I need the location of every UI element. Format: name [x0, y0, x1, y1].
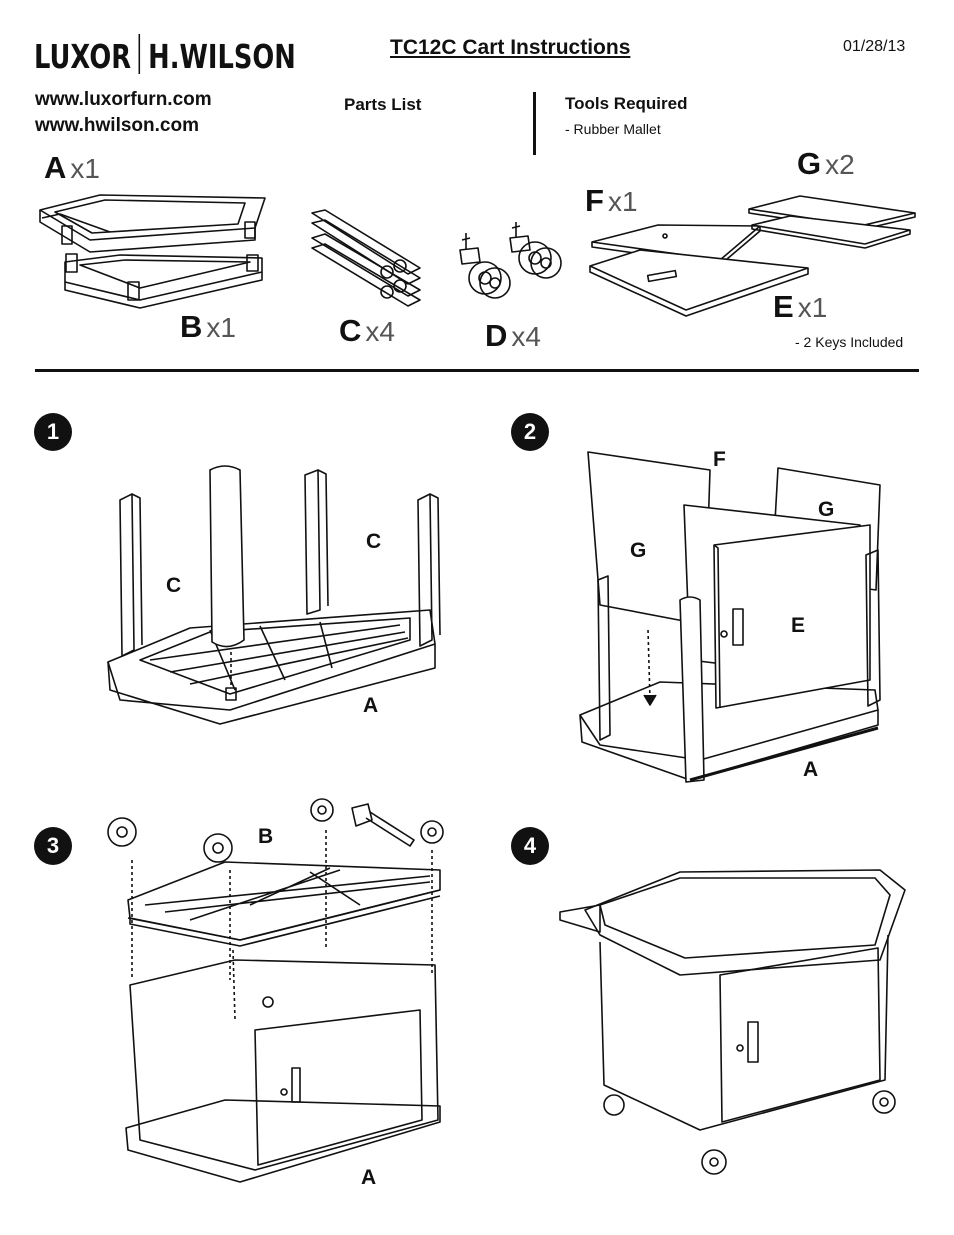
tool-item: - Rubber Mallet: [565, 121, 661, 137]
step-1-badge: 1: [34, 413, 72, 451]
page-title: TC12C Cart Instructions: [390, 36, 631, 59]
brand-left: LUXOR: [34, 37, 132, 76]
step-3-label-b: B: [258, 825, 274, 848]
step-2-label-a: A: [803, 758, 819, 781]
part-b-tray-drawing: [64, 253, 263, 309]
brand-logo: LUXOR H.WILSON: [34, 34, 296, 76]
url-luxor[interactable]: www.luxorfurn.com: [35, 89, 212, 110]
step-4-drawing: [559, 869, 906, 1175]
brand-right: H.WILSON: [148, 37, 296, 76]
step-1-label-a: A: [363, 694, 379, 717]
step-3-label-a: A: [361, 1166, 377, 1189]
step-2-drawing: [579, 451, 881, 783]
keys-note: - 2 Keys Included: [795, 334, 904, 350]
tools-heading: Tools Required: [565, 94, 688, 113]
document-date: 01/28/13: [843, 38, 906, 55]
step-3-badge: 3: [34, 827, 72, 865]
section-divider: [35, 369, 919, 372]
part-e-door-drawing: [589, 249, 809, 317]
step-2-label-g-left: G: [630, 539, 647, 562]
step-4-badge: 4: [511, 827, 549, 865]
step-1-label-c-right: C: [366, 530, 382, 553]
step-1-label-c-left: C: [166, 574, 182, 597]
part-a-tray-drawing: [39, 194, 266, 253]
part-d-casters-drawing: [459, 222, 562, 299]
part-g-panels-drawing: [748, 195, 916, 249]
step-3-drawing: [107, 798, 444, 1183]
logo-divider: [138, 34, 141, 74]
step-2-label-g-right: G: [818, 498, 835, 521]
step-2-label-e: E: [791, 614, 806, 637]
parts-list-heading: Parts List: [344, 95, 422, 114]
step-1-drawing: [107, 465, 441, 725]
url-hwilson[interactable]: www.hwilson.com: [35, 115, 199, 136]
step-2-badge: 2: [511, 413, 549, 451]
header-divider: [533, 92, 536, 155]
part-c-posts-drawing: [311, 209, 421, 307]
step-2-label-f: F: [713, 448, 726, 471]
